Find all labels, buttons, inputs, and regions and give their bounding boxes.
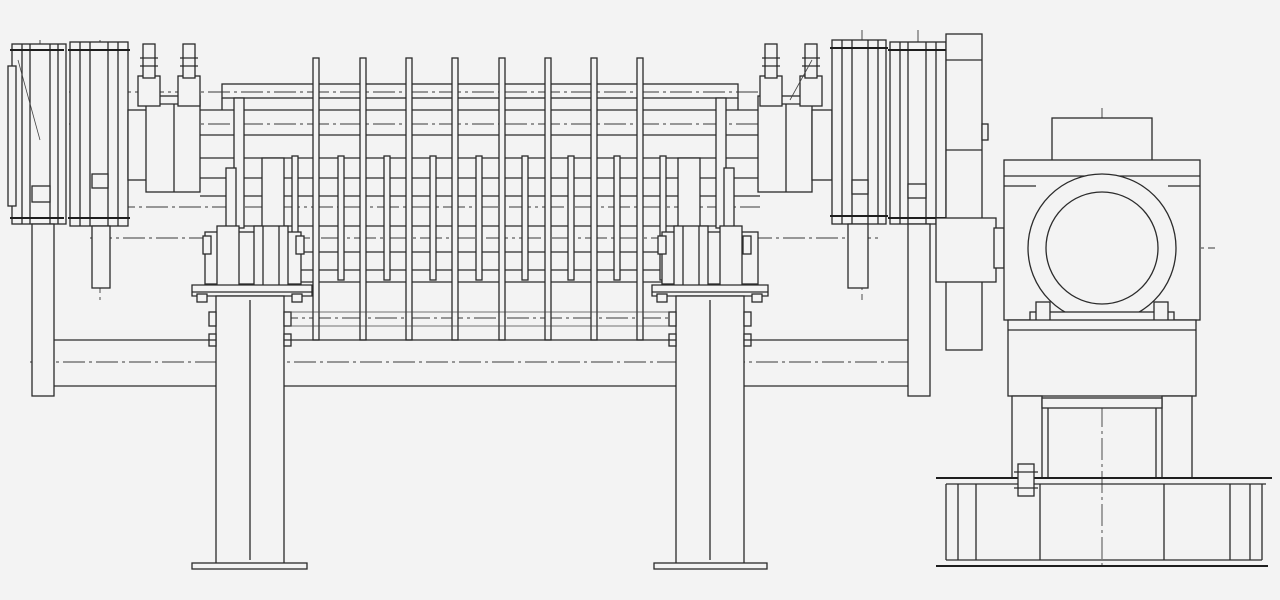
front-view: [7, 30, 1005, 570]
left-bearing-housing: [191, 225, 313, 303]
right-pulley-group: [757, 33, 1005, 397]
right-bearing-housing: [651, 225, 769, 303]
short-blades: [291, 155, 667, 281]
side-base-frame: [936, 463, 1272, 567]
motor-base: [1007, 319, 1197, 479]
left-support-column: [191, 295, 308, 570]
right-support-column: [653, 295, 768, 570]
side-view: [936, 108, 1272, 570]
drum-circle: [1027, 173, 1177, 329]
left-pulley-group: [7, 41, 201, 397]
base-beams: [52, 311, 908, 387]
